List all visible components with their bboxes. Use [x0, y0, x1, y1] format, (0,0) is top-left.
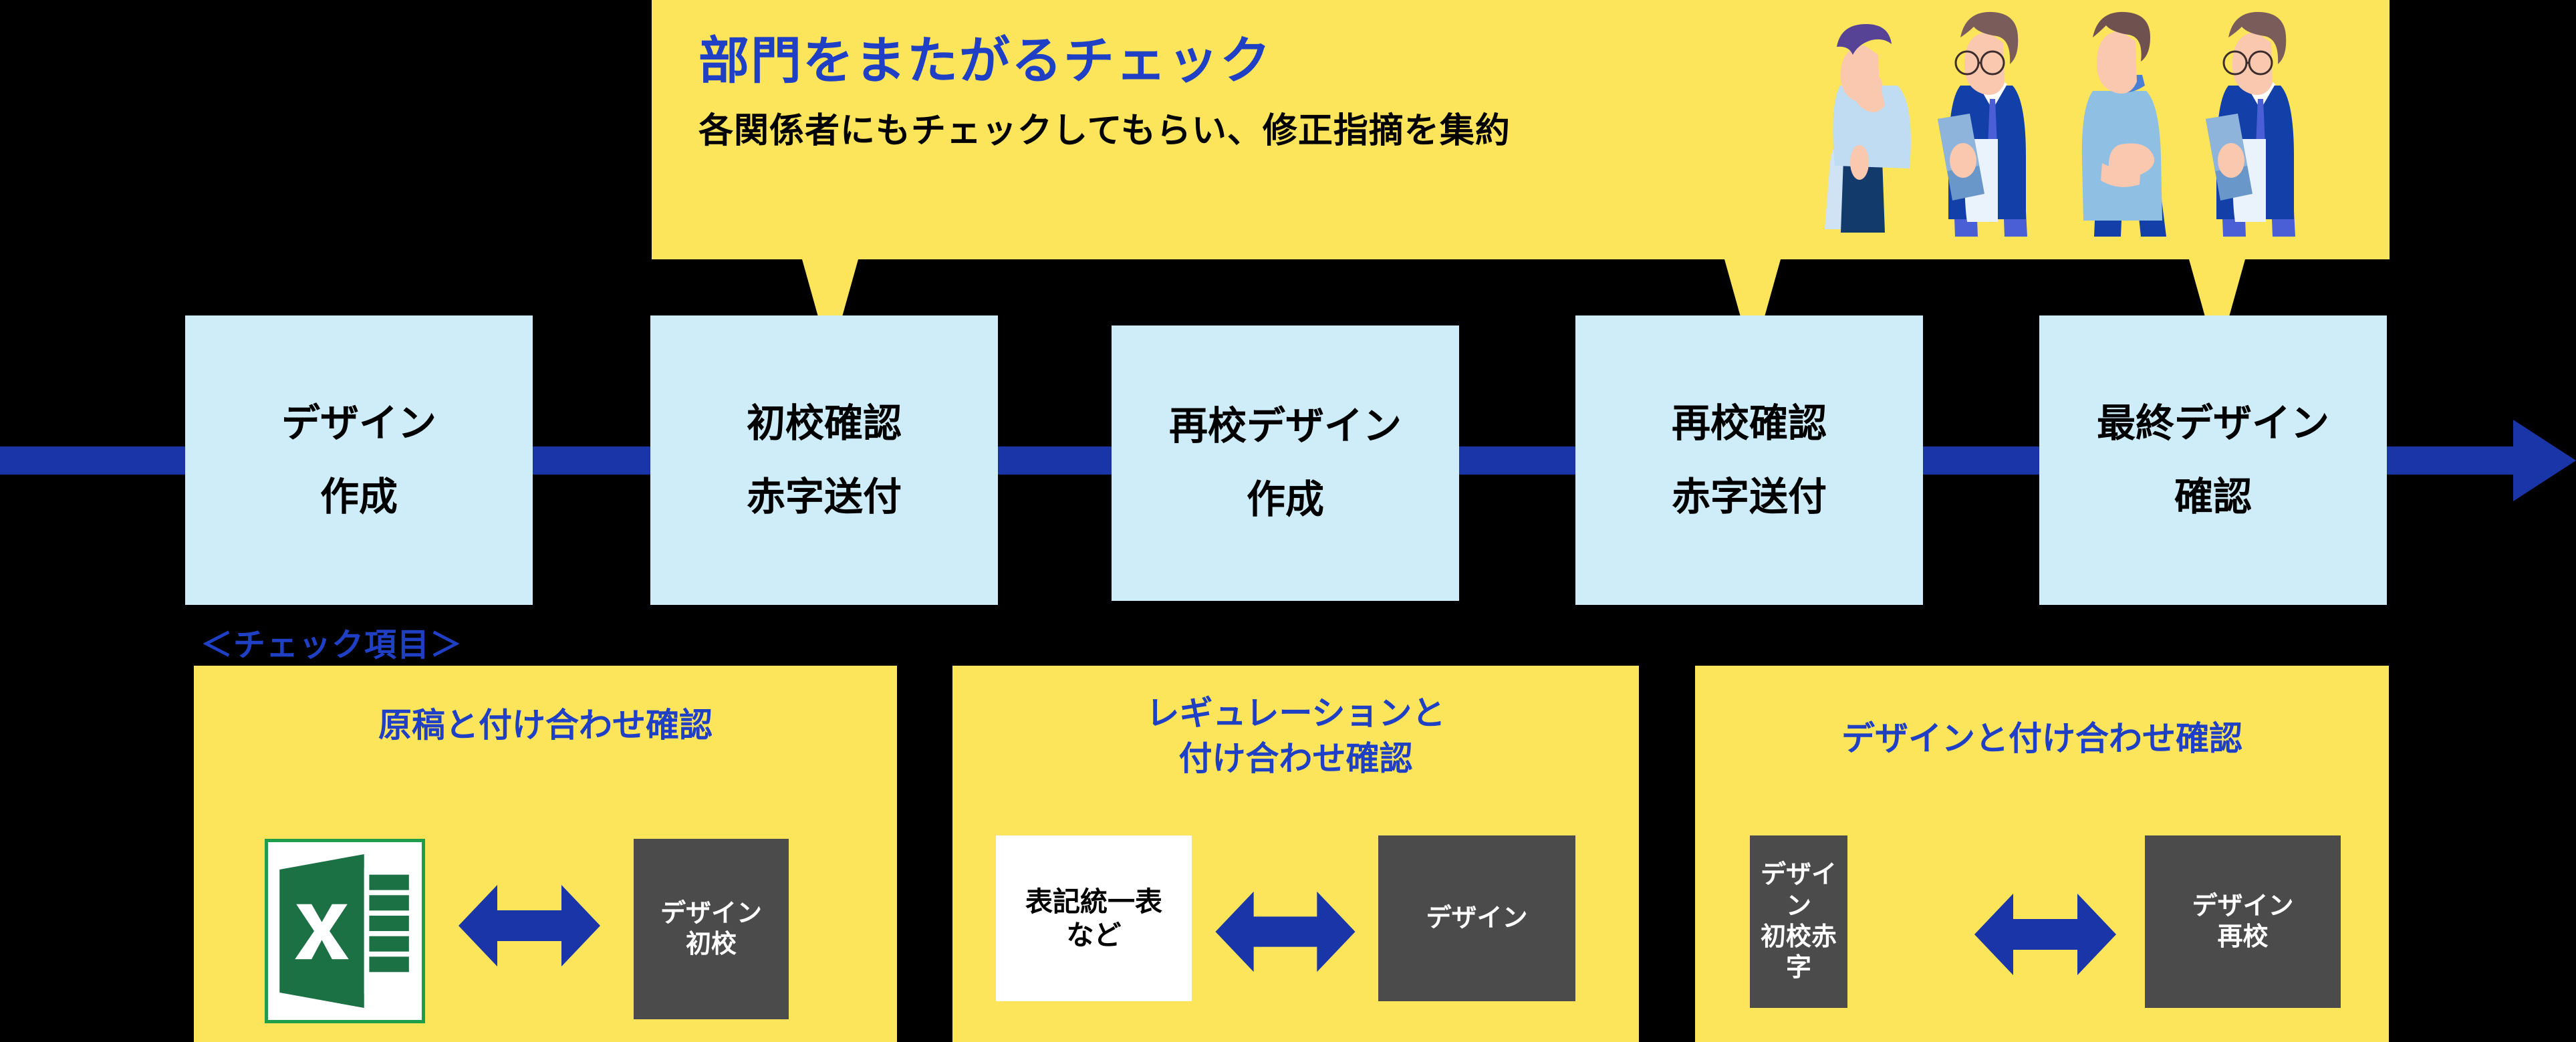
excel-file-icon — [265, 839, 425, 1023]
double-arrow-icon-3 — [1974, 894, 2116, 975]
check-chip-1-right-line2: 初校 — [685, 930, 737, 958]
check-chip-3-right: デザイン 再校 — [2145, 835, 2341, 1008]
process-step-5-line2: 確認 — [2174, 475, 2252, 519]
banner-subtitle: 各関係者にもチェックしてもらい、修正指摘を集約 — [698, 112, 1511, 150]
check-chip-2-left-line1: 表記統一表 — [1025, 886, 1162, 917]
process-step-2-line1: 初校確認 — [746, 401, 902, 445]
process-step-4-line1: 再校確認 — [1671, 401, 1827, 445]
check-chip-1-right: デザイン 初校 — [634, 839, 789, 1019]
check-chip-3-right-line1: デザイン — [2192, 892, 2294, 920]
check-chip-2-right: デザイン — [1378, 835, 1575, 1001]
check-panel-3-title: デザインと付け合わせ確認 — [1841, 720, 2242, 757]
double-arrow-icon-2 — [1215, 891, 1356, 972]
check-chip-3-right-line2: 再校 — [2217, 923, 2269, 951]
process-step-1[interactable]: デザイン 作成 — [185, 315, 533, 605]
process-step-1-line1: デザイン — [281, 401, 436, 445]
check-panel-2-title-line2: 付け合わせ確認 — [1178, 740, 1413, 777]
check-panel-1-title: 原稿と付け合わせ確認 — [378, 706, 713, 744]
process-step-4-line2: 赤字送付 — [1671, 475, 1827, 519]
check-chip-2-left-line2: など — [1066, 920, 1122, 950]
business-people-illustration — [1825, 11, 2295, 237]
process-step-5-line1: 最終デザイン — [2096, 401, 2329, 445]
check-items-label: ＜チェック項目＞ — [201, 628, 463, 663]
process-step-4[interactable]: 再校確認 赤字送付 — [1575, 315, 1923, 605]
check-chip-3-left-line1: デザイン — [1760, 861, 1837, 920]
process-step-5[interactable]: 最終デザイン 確認 — [2039, 315, 2387, 605]
double-arrow-icon-1 — [459, 885, 600, 966]
check-chip-2-left: 表記統一表 など — [996, 835, 1192, 1001]
process-timeline-arrow-head — [2513, 420, 2576, 501]
process-step-3-line1: 再校デザイン — [1168, 404, 1402, 448]
process-step-2[interactable]: 初校確認 赤字送付 — [650, 315, 998, 605]
process-step-1-line2: 作成 — [319, 475, 398, 519]
check-chip-3-left: デザイン 初校赤字 — [1750, 835, 1847, 1008]
process-step-3[interactable]: 再校デザイン 作成 — [1112, 325, 1459, 601]
check-chip-3-left-line2: 初校赤字 — [1760, 923, 1837, 983]
banner-title: 部門をまたがるチェック — [698, 33, 1272, 90]
check-panel-2-title-line1: レギュレーションと — [1146, 694, 1446, 732]
check-chip-1-right-line1: デザイン — [660, 899, 762, 928]
process-step-2-line2: 赤字送付 — [746, 475, 902, 519]
process-step-3-line2: 作成 — [1246, 478, 1324, 521]
check-chip-2-right-line1: デザイン — [1426, 904, 1528, 932]
